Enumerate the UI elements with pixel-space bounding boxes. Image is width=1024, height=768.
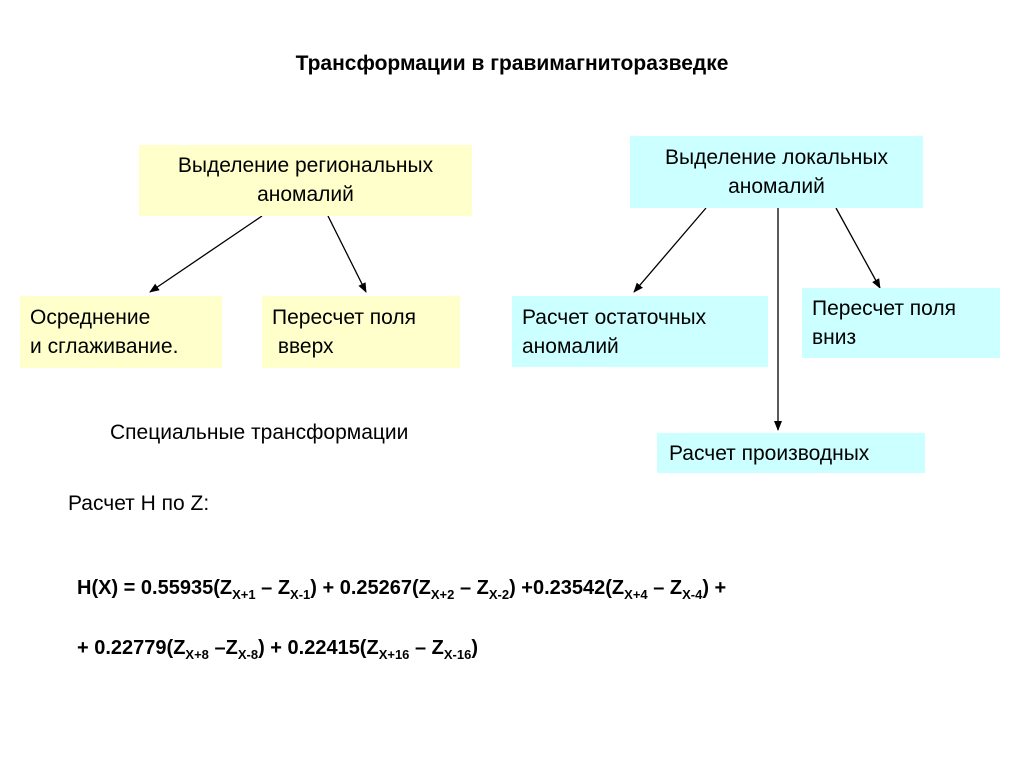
downward-label-line2: вниз [812, 326, 857, 349]
formula-text: H(X) = 0.55935(Z [77, 577, 233, 599]
arrow-local-to-downward [835, 207, 881, 289]
formula-subscript: X-8 [237, 647, 259, 662]
arrow-regional-to-averaging [149, 215, 263, 293]
regional-anomalies-label-line2: аномалий [257, 183, 354, 206]
local-anomalies-box: Выделение локальных аномалий [630, 136, 923, 208]
formula-subscript: X+2 [430, 587, 455, 602]
formula-text: ) +0.23542(Z [509, 577, 625, 599]
local-anomalies-label-line2: аномалий [728, 175, 825, 198]
special-transformations-heading: Специальные трансформации [110, 421, 409, 444]
formula-text: ) [471, 637, 479, 659]
formula-line-2: + 0.22779(ZX+8 –ZX-8) + 0.22415(ZX+16 – … [77, 637, 479, 662]
averaging-smoothing-box: Осреднение и сглаживание. [20, 296, 222, 368]
formula-subscript: X-2 [488, 587, 510, 602]
formula-subscript: X-1 [290, 587, 311, 602]
formula-subscript: X+4 [624, 587, 648, 602]
regional-anomalies-box: Выделение региональных аномалий [139, 145, 472, 216]
arrow-local-to-residual [633, 207, 707, 293]
derivatives-box: Расчет производных [657, 433, 925, 473]
derivatives-label: Расчет производных [669, 442, 870, 465]
formula-text: ) + [702, 577, 727, 599]
arrow-regional-to-upward [327, 215, 367, 293]
formula-subscript: X-4 [682, 587, 703, 602]
formula-subscript: X+16 [378, 647, 410, 662]
residual-label-line1: Расчет остаточных [522, 306, 707, 329]
downward-continuation-box: Пересчет поля вниз [802, 288, 1000, 358]
formula-subscript: X-16 [443, 647, 472, 662]
h-from-z-heading: Расчет Н по Z: [68, 492, 210, 515]
formula-text: – Z [647, 577, 683, 599]
formula-text: ) + 0.25267(Z [310, 577, 431, 599]
formula-text: – Z [409, 637, 444, 659]
formula-text: – Z [454, 577, 489, 599]
formula-subscript: X+8 [185, 647, 209, 662]
upward-label-line1: Пересчет поля [272, 306, 416, 329]
formula-text: –Z [208, 637, 238, 659]
upward-continuation-box: Пересчет поля вверх [262, 296, 460, 368]
averaging-label-line1: Осреднение [30, 306, 151, 329]
formula-text: ) + 0.22415(Z [258, 637, 379, 659]
upward-label-line2: вверх [272, 335, 334, 358]
page-title: Трансформации в гравимагниторазведке [295, 52, 729, 75]
residual-label-line2: аномалий [522, 335, 619, 358]
regional-anomalies-label-line1: Выделение региональных [177, 154, 434, 177]
residual-anomalies-box: Расчет остаточных аномалий [512, 296, 768, 367]
formula-text: + 0.22779(Z [77, 637, 186, 659]
formula-line-1: H(X) = 0.55935(ZX+1 – ZX-1) + 0.25267(ZX… [77, 577, 727, 602]
formula-text: – Z [255, 577, 291, 599]
formula-subscript: X+1 [232, 587, 256, 602]
local-anomalies-label-line1: Выделение локальных [665, 146, 888, 169]
averaging-label-line2: и сглаживание. [30, 335, 179, 358]
downward-label-line1: Пересчет поля [812, 297, 956, 320]
